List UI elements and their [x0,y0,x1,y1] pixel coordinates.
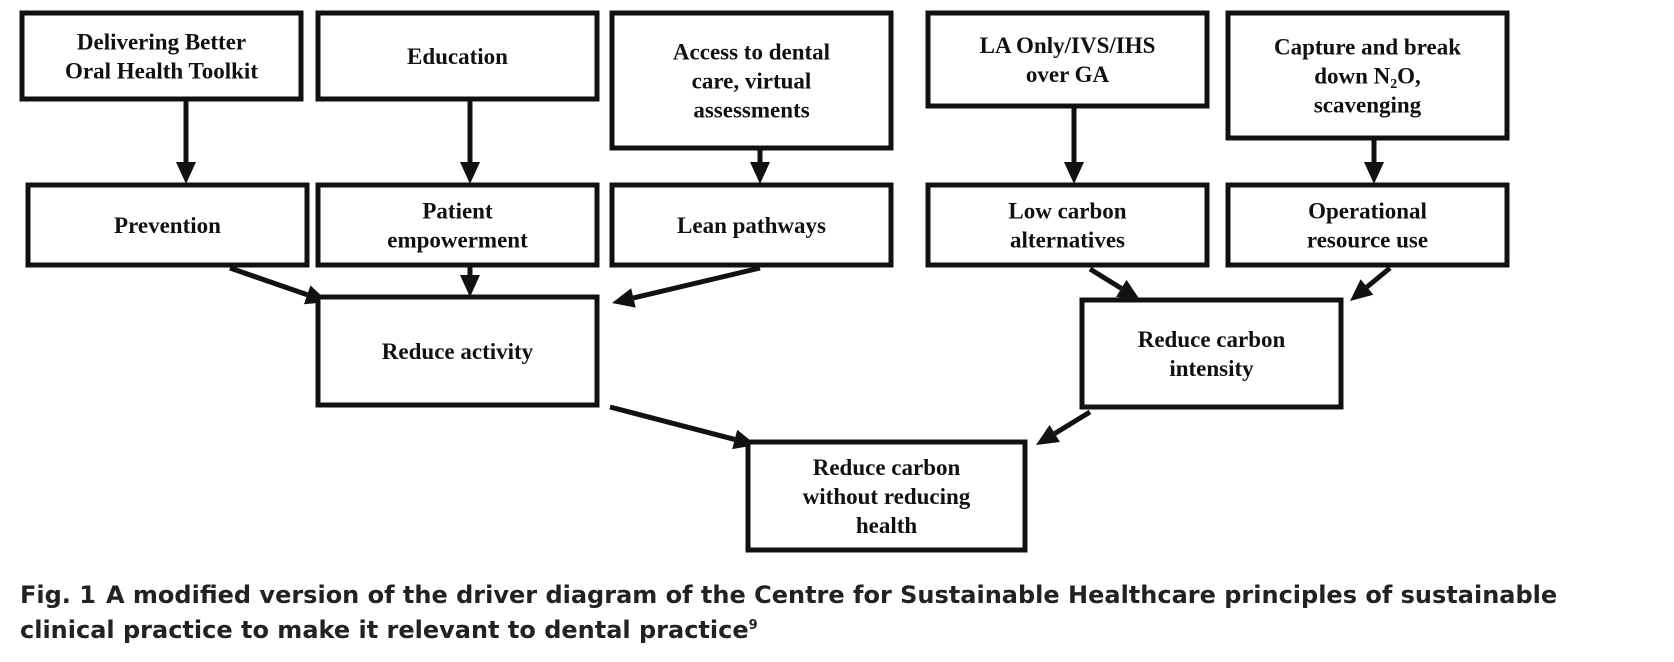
arrow-access-to-lean [750,148,770,184]
node-label-line: health [856,513,918,538]
node-reduce-intensity: Reduce carbon intensity [1079,297,1344,410]
node-box [609,10,894,151]
arrowhead [460,275,480,297]
node-goal: Reduce carbon without reducing health [745,439,1028,553]
node-empowerment: Patient empowerment [315,182,600,268]
node-label-line: without reducing [803,484,971,509]
arrowhead [1064,162,1084,184]
node-label-line: Lean pathways [677,213,826,238]
arrow-shaft [609,404,736,442]
arrow-shaft [1088,266,1123,291]
node-box [1225,182,1510,268]
node-label-line: Education [407,44,508,69]
node-label-line: LA Only/IVS/IHS [980,33,1156,58]
arrow-shaft [1365,266,1392,289]
node-label-line: Operational [1308,199,1427,224]
node-label-line: resource use [1307,228,1428,253]
node-label-line: Low carbon [1008,199,1126,224]
arrowhead [750,162,770,184]
arrow-capture-to-operational [1364,138,1384,184]
node-prevention: Prevention [25,182,310,268]
arrow-la_only-to-low_carbon [1064,106,1084,184]
node-box [315,294,600,408]
caption-text: A modified version of the driver diagram… [20,581,1558,644]
node-label-line: Capture and break [1274,35,1461,60]
arrow-toolkit-to-prevention [176,99,196,184]
arrow-prevention-to-reduce_activity [229,265,328,305]
node-box [1225,10,1510,141]
node-la-only: LA Only/IVS/IHS over GA [925,10,1210,109]
arrowhead [176,162,196,184]
arrow-empowerment-to-reduce_activity [460,265,480,297]
node-label-line: Reduce carbon [813,455,961,480]
caption-label: Fig. 1 [20,581,96,609]
arrow-lean-to-reduce_activity [612,265,761,308]
node-label-line: Reduce carbon [1138,327,1286,352]
arrow-shaft [1053,409,1092,436]
node-reduce-activity: Reduce activity [315,294,600,408]
arrow-education-to-empowerment [460,99,480,184]
node-box [925,10,1210,109]
node-label-line: Patient [422,199,493,224]
node-box [25,182,310,268]
node-label-line: down N₂O, [1314,64,1421,89]
node-label-line: Access to dental [673,40,830,65]
arrow-reduce_intensity-to-goal [1036,409,1092,445]
node-box [1079,297,1344,410]
node-label-line: care, virtual [692,69,812,94]
node-low-carbon: Low carbon alternatives [925,182,1210,268]
node-label-line: Prevention [114,213,221,238]
caption-reference: 9 [748,618,758,633]
arrow-reduce_activity-to-goal [609,404,756,450]
node-box [19,10,304,102]
node-label-line: assessments [693,98,809,123]
arrowhead [1364,162,1384,184]
node-label-line: alternatives [1010,228,1125,253]
arrowhead [612,288,636,308]
node-label-line: Delivering Better [77,30,246,55]
node-lean: Lean pathways [609,182,894,268]
arrow-operational-to-reduce_intensity [1350,266,1392,301]
node-label-line: empowerment [387,228,528,253]
node-operational: Operational resource use [1225,182,1510,268]
node-label-line: Oral Health Toolkit [65,59,258,84]
node-education: Education [315,10,600,102]
node-box [609,182,894,268]
node-access: Access to dental care, virtual assessments [609,10,894,151]
node-box [315,10,600,102]
arrowhead [1350,279,1374,301]
arrow-shaft [229,265,309,298]
arrowhead [1036,424,1060,445]
node-label-line: intensity [1169,356,1254,381]
node-capture: Capture and break down N₂O, scavenging [1225,10,1510,141]
node-label-line: scavenging [1314,93,1422,118]
node-label-line: over GA [1026,62,1110,87]
node-box [315,182,600,268]
arrow-low_carbon-to-reduce_intensity [1088,266,1140,300]
node-box [745,439,1028,553]
arrowhead [460,162,480,184]
node-box [925,182,1210,268]
node-label-line: Reduce activity [382,339,534,364]
arrow-shaft [632,265,761,301]
arrowhead [1116,279,1140,300]
